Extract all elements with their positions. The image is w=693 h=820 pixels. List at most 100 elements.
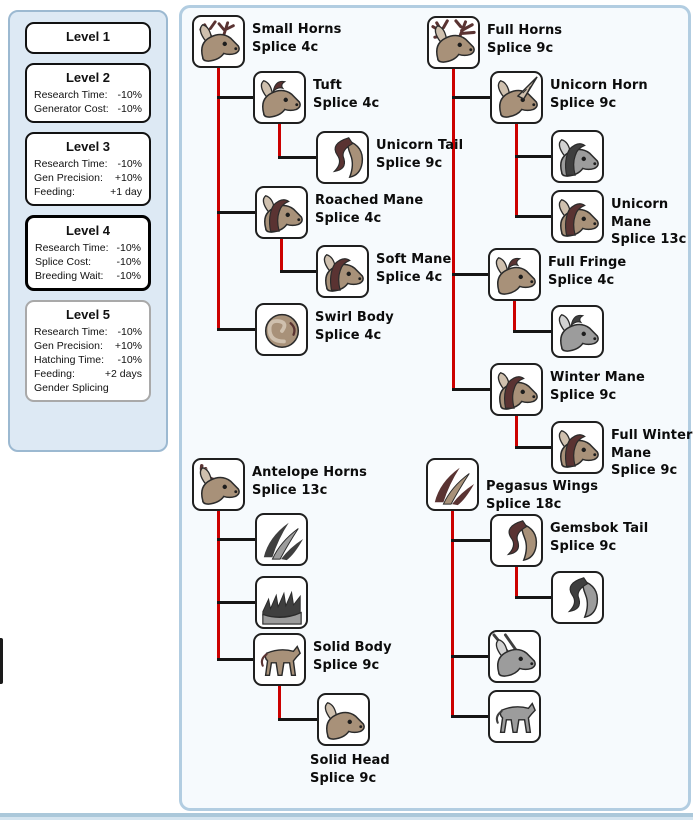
splice-node-locked-oryx-horns[interactable] (488, 630, 541, 683)
splice-node-locked-spikes[interactable] (255, 576, 308, 629)
unicorn-mane-icon (555, 193, 601, 239)
splice-node-winter-mane[interactable] (490, 363, 543, 416)
splice-node-full-horns[interactable] (427, 16, 480, 69)
bonus-label: Gender Splicing (34, 382, 109, 394)
splice-node-locked-goat-head[interactable] (551, 305, 604, 358)
bonus-label: Research Time: (34, 158, 108, 170)
splice-node-gemsbok-tail[interactable] (490, 514, 543, 567)
branch-line (278, 718, 319, 721)
solid-head-icon (321, 696, 367, 742)
branch-line (451, 655, 490, 658)
bonus-value: -10% (117, 158, 142, 170)
full-fringe-icon (492, 251, 538, 297)
splice-node-roached-mane[interactable] (255, 186, 308, 239)
splice-name: Full Fringe (548, 255, 627, 270)
level-box-title: Level 1 (65, 29, 111, 44)
descent-line (515, 413, 518, 449)
bonus-row: Splice Cost:-10% (34, 255, 142, 269)
level-box-title: Level 5 (65, 307, 111, 322)
splice-node-full-winter-mane[interactable] (551, 421, 604, 474)
splice-cost: Splice 9c (611, 463, 678, 478)
bonus-row: Feeding:+2 days (33, 367, 143, 381)
splice-node-unicorn-horn[interactable] (490, 71, 543, 124)
splice-cost: Splice 9c (487, 40, 554, 56)
splice-node-full-fringe[interactable] (488, 248, 541, 301)
bonus-row: Hatching Time:-10% (33, 353, 143, 367)
branch-line (278, 156, 318, 159)
splice-cost: Splice 18c (486, 496, 562, 512)
splice-name: Unicorn Horn (550, 78, 648, 93)
branch-line (217, 601, 257, 604)
locked-goat-head-icon (555, 308, 601, 354)
swirl-body-icon (259, 306, 305, 352)
bonus-row: Research Time:-10% (33, 325, 143, 339)
locked-tail-icon (555, 574, 601, 620)
bonus-label: Research Time: (34, 89, 108, 101)
splice-tree-panel (179, 5, 691, 811)
splice-node-unicorn-tail[interactable] (316, 131, 369, 184)
splice-node-solid-body[interactable] (253, 633, 306, 686)
bottom-scroll-strip[interactable] (0, 813, 693, 817)
locked-dark-mane-icon (555, 133, 601, 179)
splice-name: Pegasus Wings (486, 479, 599, 494)
splice-node-small-horns[interactable] (192, 15, 245, 68)
bonus-row: Research Time:-10% (34, 241, 142, 255)
splice-cost: Splice 9c (310, 770, 377, 786)
splice-name: Solid Body (313, 640, 392, 655)
branch-line (217, 96, 255, 99)
branch-line (451, 715, 490, 718)
splice-name: Unicorn Tail (376, 138, 464, 153)
splice-node-locked-tail[interactable] (551, 571, 604, 624)
bonus-label: Gen Precision: (34, 172, 103, 184)
bonus-label: Feeding: (34, 368, 75, 380)
branch-line (280, 270, 318, 273)
splice-node-pegasus-wings[interactable] (426, 458, 479, 511)
level-box-title: Level 4 (65, 223, 111, 238)
splice-node-swirl-body[interactable] (255, 303, 308, 356)
bonus-value: +10% (114, 172, 142, 184)
bonus-value: +10% (114, 340, 142, 352)
bonus-row: Gender Splicing (33, 381, 143, 395)
splice-cost: Splice 4c (548, 272, 615, 288)
descent-line (515, 121, 518, 218)
splice-cost: Splice 13c (252, 482, 328, 498)
splice-node-tuft[interactable] (253, 71, 306, 124)
descent-line (451, 508, 454, 718)
splice-node-locked-dark-mane[interactable] (551, 130, 604, 183)
splice-cost: Splice 9c (550, 95, 617, 111)
splice-cost: Splice 9c (313, 657, 380, 673)
splice-node-locked-wing[interactable] (255, 513, 308, 566)
bottom-strip-highlight (0, 817, 693, 820)
bonus-value: -10% (117, 354, 142, 366)
clipped-edge-icon (0, 638, 3, 684)
splice-cost: Splice 4c (376, 269, 443, 285)
splice-node-locked-antelope-body[interactable] (488, 690, 541, 743)
bonus-label: Feeding: (34, 186, 75, 198)
splice-node-unicorn-mane[interactable] (551, 190, 604, 243)
soft-mane-icon (320, 248, 366, 294)
branch-line (452, 273, 490, 276)
branch-line (217, 328, 257, 331)
splice-name: Winter Mane (550, 370, 645, 385)
branch-line (515, 596, 553, 599)
splice-node-soft-mane[interactable] (316, 245, 369, 298)
splice-node-solid-head[interactable] (317, 693, 370, 746)
splice-name: Unicorn Mane (611, 197, 669, 230)
descent-line (515, 564, 518, 599)
splice-name: Tuft (313, 78, 342, 93)
splice-cost: Splice 4c (315, 327, 382, 343)
bonus-row: Research Time: -10% (33, 157, 143, 171)
level-box-title: Level 3 (65, 139, 111, 154)
branch-line (515, 215, 553, 218)
tuft-icon (257, 74, 303, 120)
splice-name: Full Winter Mane (611, 428, 693, 461)
bonus-label: Research Time: (35, 242, 109, 254)
branch-line (217, 211, 257, 214)
splice-node-antelope-horns[interactable] (192, 458, 245, 511)
